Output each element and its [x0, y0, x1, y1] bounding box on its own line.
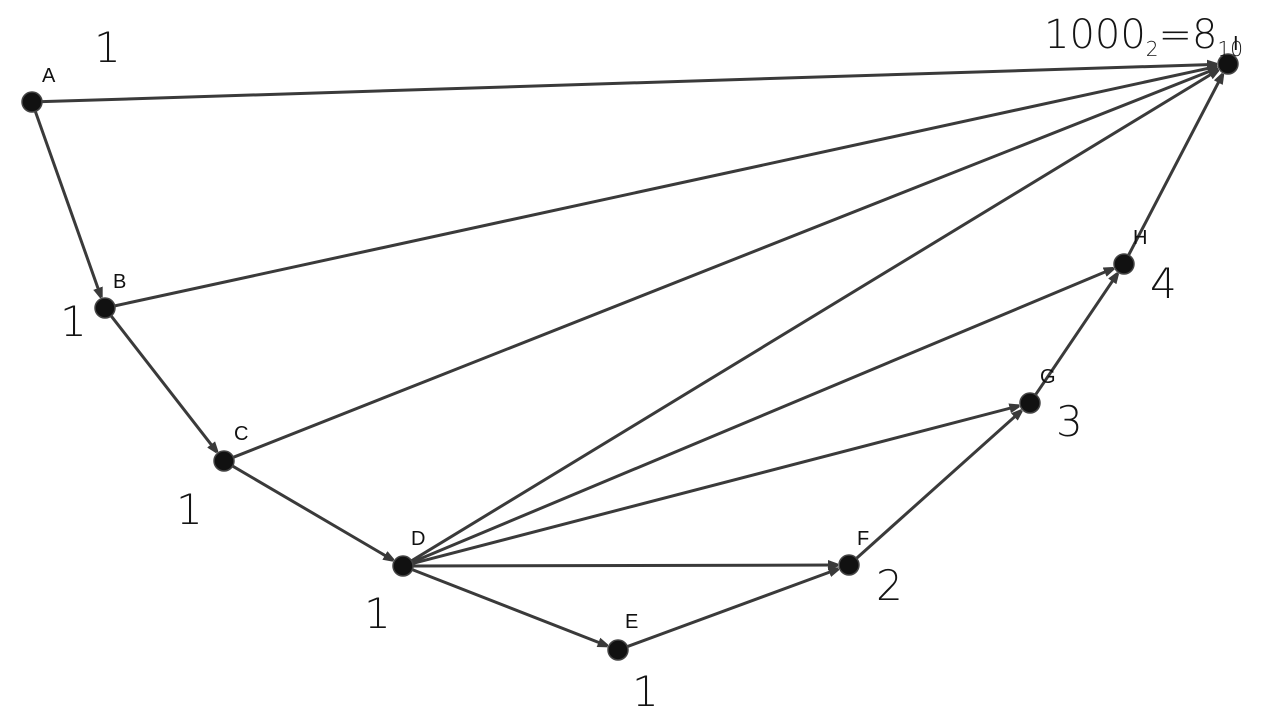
edge-C-I: [232, 68, 1217, 459]
node-label-E: E: [625, 611, 638, 633]
edges-layer: [33, 64, 1223, 648]
count-G: 3: [1056, 397, 1083, 446]
edge-C-D: [231, 464, 393, 560]
node-E: [607, 639, 629, 661]
count-I-binary-base: 2: [1146, 37, 1159, 61]
node-G: [1019, 392, 1041, 414]
node-label-I: I: [1233, 33, 1239, 55]
edge-G-H: [1034, 274, 1118, 396]
count-I-equals: =: [1159, 12, 1193, 58]
count-F: 2: [876, 561, 903, 610]
node-label-D: D: [411, 528, 425, 550]
count-D: 1: [364, 589, 391, 638]
count-B: 1: [60, 297, 87, 346]
count-H: 4: [1150, 259, 1177, 308]
nodes-layer: [21, 53, 1239, 661]
count-I-decimal-base: 10: [1218, 37, 1243, 61]
node-label-H: H: [1133, 227, 1147, 249]
node-label-G: G: [1040, 366, 1056, 388]
edge-A-I: [41, 64, 1216, 104]
edge-D-I: [410, 70, 1218, 563]
count-E: 1: [632, 667, 659, 716]
edge-H-I: [1127, 75, 1223, 256]
edge-E-F: [626, 569, 837, 648]
edge-D-H: [411, 269, 1113, 564]
edge-D-E: [411, 568, 607, 646]
node-A: [21, 91, 43, 113]
node-label-B: B: [113, 271, 126, 293]
edge-B-C: [109, 314, 216, 452]
edge-B-I: [114, 67, 1217, 308]
node-H: [1113, 253, 1135, 275]
node-F: [838, 554, 860, 576]
edge-D-G: [412, 406, 1019, 565]
node-B: [94, 297, 116, 319]
edge-F-G: [855, 411, 1021, 560]
count-I: 10002=810: [1044, 12, 1243, 61]
count-I-binary: 1000: [1044, 12, 1146, 58]
edge-D-F: [412, 565, 837, 566]
edge-A-B: [33, 110, 101, 296]
node-I: [1217, 53, 1239, 75]
node-label-C: C: [234, 423, 248, 445]
node-label-F: F: [857, 528, 869, 550]
count-C: 1: [176, 485, 203, 534]
node-D: [392, 555, 414, 577]
node-label-A: A: [42, 65, 56, 87]
count-A: 1: [94, 23, 121, 72]
node-C: [213, 450, 235, 472]
count-I-decimal: 8: [1192, 12, 1217, 58]
